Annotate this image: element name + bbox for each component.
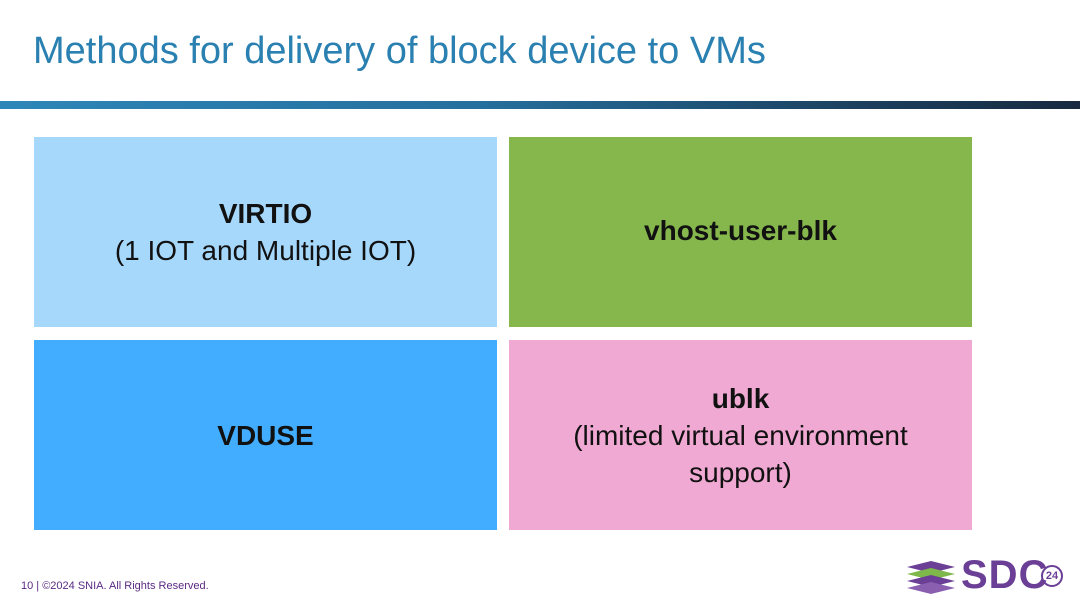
box-virtio-subtitle: (1 IOT and Multiple IOT) xyxy=(114,235,417,266)
title-divider xyxy=(0,101,1080,109)
box-virtio: VIRTIO (1 IOT and Multiple IOT) xyxy=(34,137,497,327)
box-vduse-title: VDUSE xyxy=(217,419,314,451)
slide-title: Methods for delivery of block device to … xyxy=(33,30,766,72)
logo-text: SDC xyxy=(961,553,1049,597)
sdc-logo: SDC 24 xyxy=(903,553,1065,600)
box-vduse: VDUSE xyxy=(34,340,497,530)
box-ublk: ublk (limited virtual environment suppor… xyxy=(509,340,972,530)
slide-footer: 10 | ©2024 SNIA. All Rights Reserved. xyxy=(21,580,209,592)
layered-stack-icon xyxy=(907,561,955,594)
box-vhost-user-blk-title: vhost-user-blk xyxy=(644,214,837,246)
box-ublk-subtitle-line2: support) xyxy=(689,456,792,488)
box-ublk-title: ublk xyxy=(711,382,770,414)
logo-year-badge: 24 xyxy=(1041,565,1063,587)
box-virtio-title: VIRTIO xyxy=(218,198,313,229)
box-vhost-user-blk: vhost-user-blk xyxy=(509,137,972,327)
box-ublk-subtitle-line1: (limited virtual environment xyxy=(573,419,908,451)
